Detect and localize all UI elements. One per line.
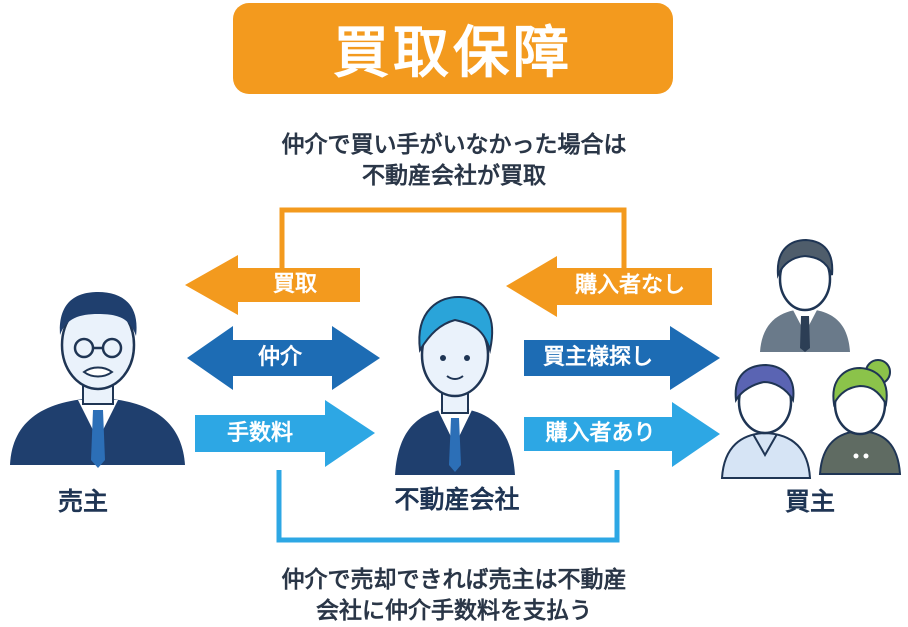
top-caption: 仲介で買い手がいなかった場合は 不動産会社が買取 (200, 130, 708, 192)
no-buyer-label: 購入者なし (574, 273, 685, 298)
commission-arrow (195, 400, 375, 467)
bottom-caption: 仲介で売却できれば売主は不動産 会社に仲介手数料を支払う (190, 565, 718, 627)
top-caption-line2: 不動産会社が買取 (362, 163, 546, 189)
purchase-connector-line (279, 207, 627, 270)
buyer-found-label: 購入者あり (545, 421, 656, 446)
buyer-icon-3 (818, 359, 902, 475)
buyer-label: 買主 (784, 487, 835, 516)
title-banner: 買取保障 (233, 3, 673, 94)
purchase-arrow (185, 255, 360, 315)
buyer-icon-1 (760, 238, 850, 352)
top-caption-line1: 仲介で買い手がいなかった場合は (281, 132, 627, 158)
seller-label: 売主 (57, 487, 108, 516)
commission-label: 手数料 (226, 421, 293, 446)
commission-connector-line (276, 470, 620, 543)
brokerage-arrow (187, 326, 380, 390)
title-text: 買取保障 (333, 21, 573, 86)
purchase-label: 買取 (272, 272, 317, 297)
bottom-caption-line2: 会社に仲介手数料を支払う (316, 598, 592, 624)
no-buyer-arrow (506, 256, 712, 317)
brokerage-label: 仲介 (257, 345, 302, 370)
buyer-icon-2 (720, 363, 812, 479)
buyer-search-arrow (524, 326, 720, 390)
agency-icon (395, 295, 515, 475)
seller-icon (10, 292, 185, 468)
bottom-caption-line1: 仲介で売却できれば売主は不動産 (281, 567, 627, 593)
buyer-found-arrow (524, 402, 720, 467)
agency-label: 不動産会社 (394, 485, 520, 514)
buyer-search-label: 買主様探し (542, 345, 653, 370)
